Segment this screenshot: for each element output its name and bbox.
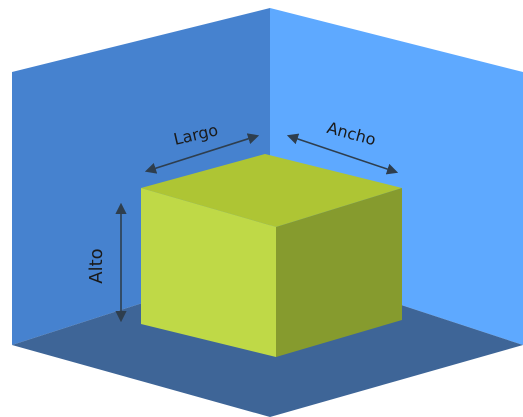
- length-arrow: [144, 133, 260, 174]
- box-side-face: [276, 188, 402, 357]
- box-front-face: [141, 188, 276, 357]
- height-label: Alto: [86, 248, 107, 283]
- width-arrow: [286, 133, 399, 175]
